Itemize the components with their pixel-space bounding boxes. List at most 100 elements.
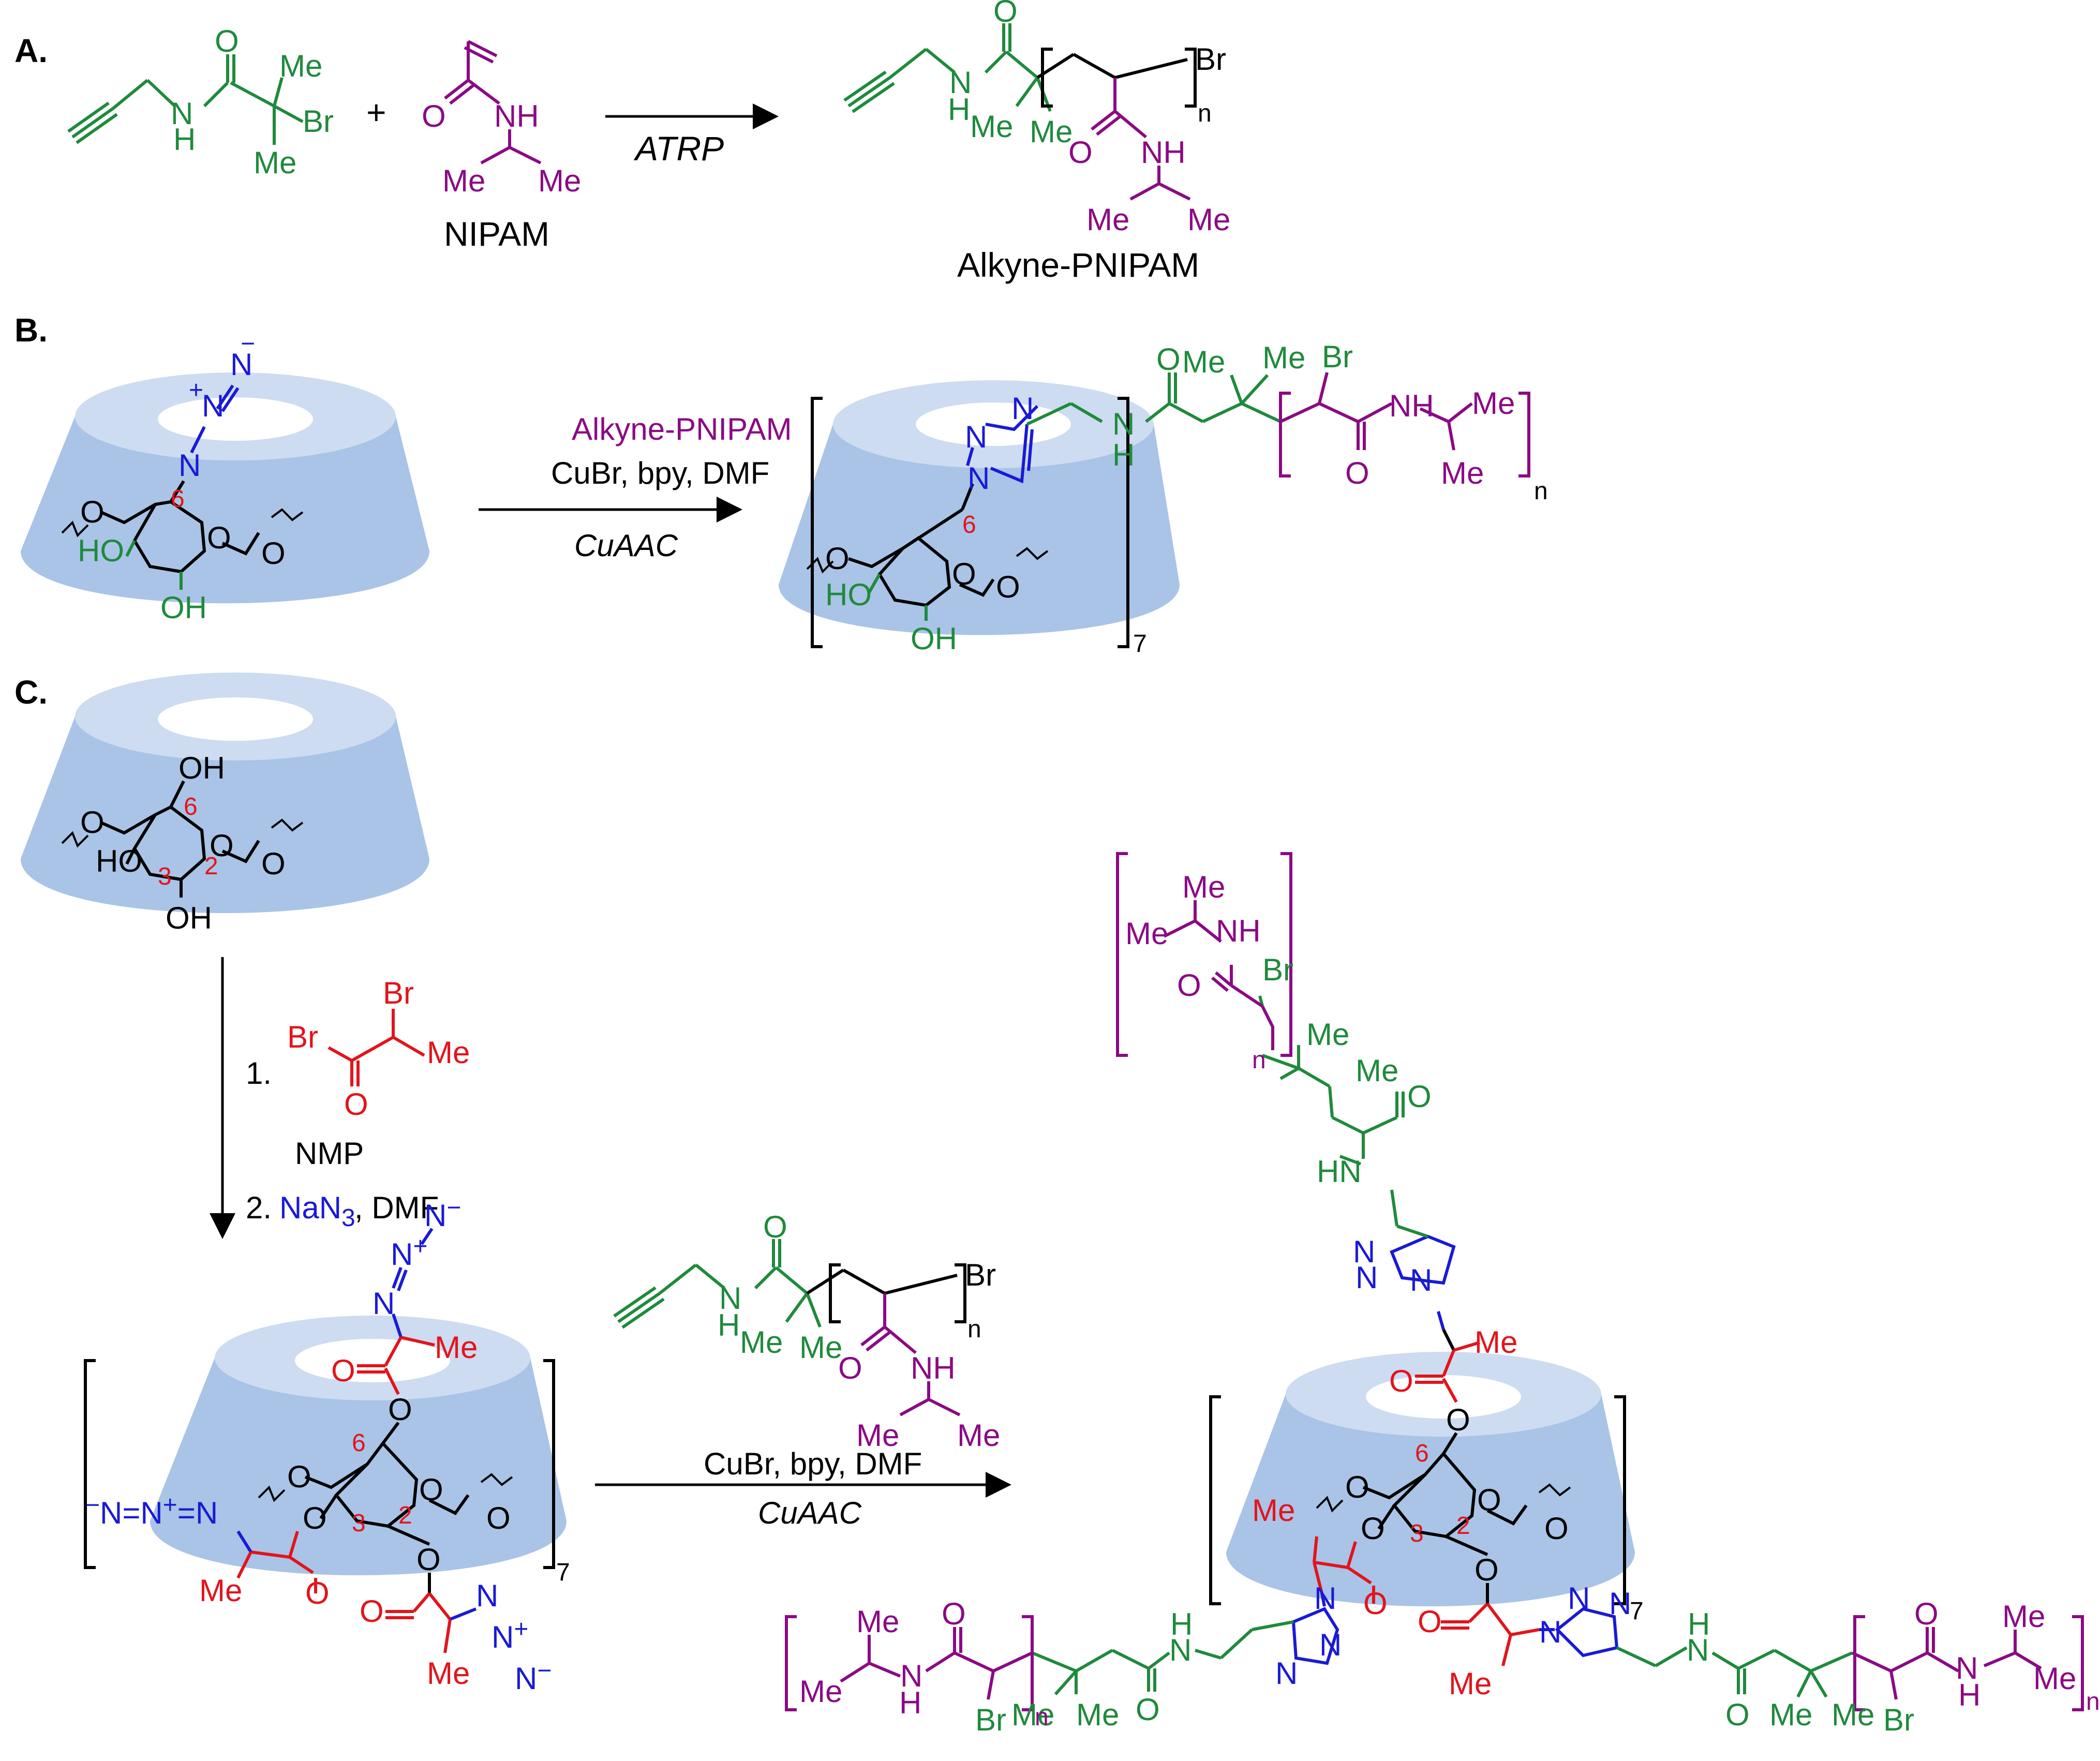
reagent-c-me-4: Me (957, 1418, 1000, 1453)
native-glucose (61, 780, 304, 898)
glycosidic-o-left: O (80, 495, 105, 529)
triazole-n2: N (965, 420, 987, 454)
nipam-me-right: Me (538, 163, 581, 198)
alkyne-pnipam-product (843, 23, 1197, 201)
top-triazole-n3: N (1353, 1234, 1375, 1269)
product-me-2: Me (1030, 114, 1073, 149)
azido-ester-o-2: O (416, 1542, 441, 1577)
product-br: Br (1195, 42, 1226, 77)
azido-c3-label: 3 (352, 1510, 366, 1537)
panel-label-a: A. (14, 32, 48, 69)
azido-repeat-7: 7 (556, 1559, 570, 1586)
native-glycosidic-o: O (80, 805, 105, 840)
product-glycosidic-o: O (1345, 1470, 1369, 1504)
left-chain-me-1: Me (1076, 1697, 1119, 1732)
left-chain-me-3: Me (856, 1604, 899, 1639)
reagent-c-me-3: Me (856, 1418, 899, 1453)
top-chain-amide-o: O (1177, 968, 1201, 1003)
left-triazole-n2: N (1319, 1628, 1342, 1662)
top-ester-carbonyl-o: O (331, 1353, 355, 1388)
product-me-1: Me (970, 109, 1013, 144)
right-chain-n-amide: N (1956, 1651, 1978, 1685)
reagent-c-me-1: Me (740, 1325, 783, 1360)
product-glucose-c (1209, 1329, 1626, 1666)
left-ester-carbonyl-o: O (305, 1576, 330, 1610)
right-chain-h: H (1688, 1607, 1710, 1641)
left-chain-h-amide: H (899, 1685, 921, 1720)
b-right-hydroxyl-3: HO (825, 577, 872, 612)
product-me-3: Me (1086, 202, 1129, 237)
top-azide-n-middle: N+ (391, 1233, 427, 1272)
azide-n-terminal: N (230, 347, 252, 382)
right-azide-n-middle: N+ (492, 1616, 528, 1654)
top-chain-carbonyl-o: O (1407, 1079, 1432, 1114)
right-azide-n-terminal: N− (515, 1657, 552, 1696)
chain-b-me-4: Me (1441, 456, 1484, 490)
left-chain-n-amide: N (900, 1659, 922, 1693)
product-o-right: O (1544, 1511, 1569, 1546)
triazole-glucose-b (806, 397, 1129, 648)
triazole-n3: N (1011, 391, 1034, 426)
right-chain-amide-o: O (1914, 1596, 1939, 1631)
native-ring-o: O (210, 828, 234, 863)
b-repeat-7: 7 (1133, 630, 1147, 658)
reagent-c-nh: NH (911, 1351, 956, 1385)
product-h: H (948, 92, 970, 127)
step-2-label: 2. (246, 1190, 272, 1225)
chain-b-me-1: Me (1182, 345, 1225, 379)
right-azide-n-attached: N (476, 1578, 498, 1613)
glycosidic-o-right: O (261, 536, 286, 571)
chain-b-h: H (1112, 438, 1135, 472)
b-right-hydroxyl-2: OH (911, 621, 957, 656)
azide-minus: − (241, 330, 255, 357)
product-ring-o: O (1477, 1483, 1501, 1517)
chain-b-n: N (1112, 407, 1135, 441)
b-reagent-alkyne: Alkyne-PNIPAM (572, 412, 792, 446)
chain-b-me-3: Me (1472, 386, 1515, 421)
right-triazole-n2: N (1568, 1581, 1590, 1616)
reagent-c-n: N (719, 1281, 741, 1316)
hydroxyl-3: HO (78, 533, 124, 568)
reagent-c-n-subscript: n (967, 1316, 981, 1343)
right-chain-carbonyl-o: O (1725, 1697, 1750, 1732)
top-chain-me-1: Me (1356, 1053, 1398, 1088)
native-oh-2: OH (166, 901, 212, 935)
initiator-me-bottom: Me (254, 145, 296, 180)
left-triazole-n3: N (1275, 1656, 1298, 1691)
left-chain-me-2: Me (1011, 1697, 1054, 1732)
left-chain-me-4: Me (799, 1674, 842, 1709)
top-triazole-n1: N (1410, 1263, 1432, 1297)
reagent-c-h: H (718, 1308, 740, 1342)
triazole-n1: N (967, 461, 990, 496)
azido-ester-cone (150, 1316, 567, 1575)
right-chain-br: Br (1883, 1703, 1914, 1737)
reagent-c-carbonyl-o: O (763, 1210, 787, 1244)
native-ho-3: HO (96, 844, 142, 878)
initiator-me-top: Me (279, 49, 322, 83)
alkyne-pnipam-reagent-c (613, 1239, 966, 1416)
b-right-c6-label: 6 (962, 511, 976, 539)
reagent-br-top: Br (383, 976, 414, 1010)
top-ester-o: O (388, 1392, 412, 1427)
panel-a: A. O N H Me Br Me + (14, 0, 1230, 284)
ring-o: O (207, 520, 231, 555)
top-chain-hn: HN (1317, 1154, 1362, 1189)
chain-b-nh: NH (1389, 389, 1434, 423)
chain-b-me-2: Me (1262, 340, 1305, 375)
product-top-carbonyl-o: O (1389, 1364, 1413, 1398)
right-ester-me: Me (427, 1656, 470, 1691)
nmp-label: NMP (295, 1136, 364, 1171)
left-azide: −N=N+=N (85, 1491, 218, 1530)
initiator-carbonyl-o: O (215, 24, 239, 58)
b-reagent-catalyst: CuBr, bpy, DMF (551, 456, 769, 490)
top-azide-n-attached: N (373, 1286, 395, 1321)
product-c6-label: 6 (1415, 1440, 1429, 1467)
product-c3-label: 3 (1410, 1520, 1424, 1547)
hydroxyl-2: OH (160, 590, 207, 625)
right-triazole-chain (1539, 1607, 2084, 1711)
chain-b-n-subscript: n (1534, 477, 1548, 505)
native-c3-label: 3 (158, 863, 172, 890)
initiator-molecule (67, 54, 304, 145)
panel-b: B. N − N + N O O O 6 HO OH Al (14, 311, 1548, 658)
